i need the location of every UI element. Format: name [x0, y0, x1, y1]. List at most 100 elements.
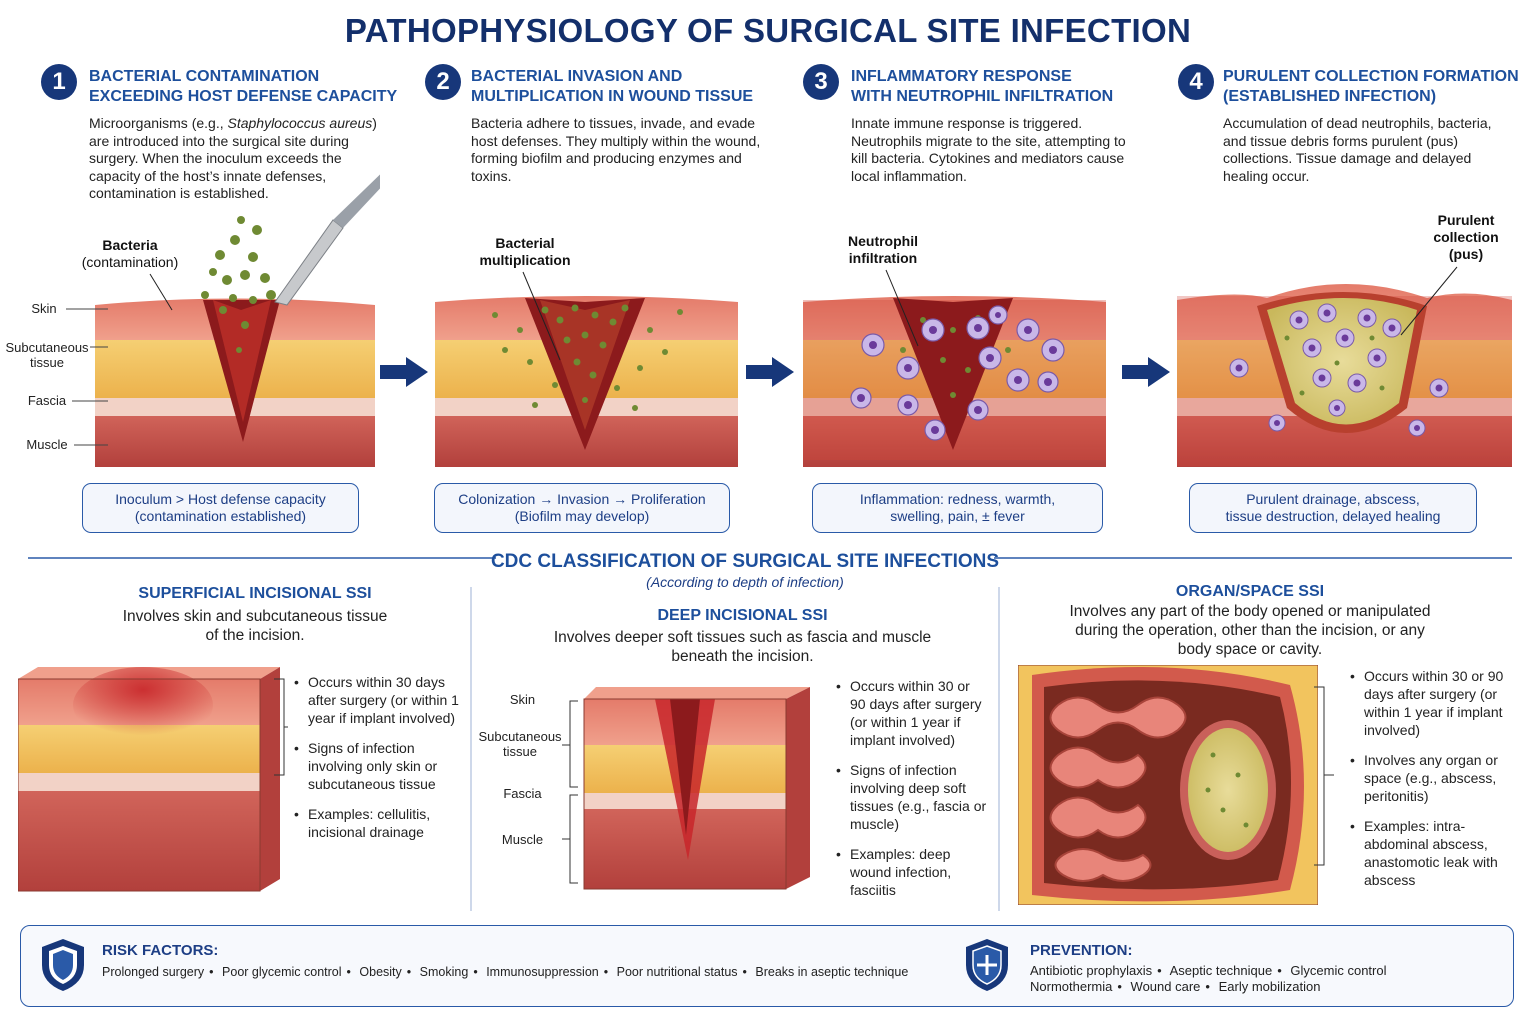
list-item: Occurs within 30 days after surgery (or … [292, 673, 462, 727]
prevention-heading: PREVENTION: [1030, 942, 1133, 959]
deep-layer-subcutaneous-line-2: tissue [503, 744, 537, 759]
stage-4-heading: PURULENT COLLECTION FORMATION (ESTABLISH… [1223, 67, 1523, 107]
stage-4-heading-line-1: PURULENT COLLECTION FORMATION [1223, 68, 1519, 85]
stage-2-leader [522, 271, 561, 361]
stage-3-label-line-2: infiltration [848, 250, 918, 266]
superficial-ssi-illustration [18, 667, 288, 892]
prevention-list-line-2: Normothermia• Wound care• Early mobiliza… [1030, 979, 1321, 994]
risk-factors-list: Prolonged surgery• Poor glycemic control… [102, 965, 909, 979]
stage-3-label-line-1: Neutrophil [848, 233, 918, 249]
deep-layer-label-subcutaneous: Subcutaneous tissue [478, 729, 562, 759]
stage-1-leaders [149, 273, 173, 311]
stage-3-illustration [803, 296, 1106, 467]
deep-layer-label-muscle: Muscle [501, 832, 544, 847]
stage-1-desc-post: ) are introduced into the surgical site … [89, 115, 377, 201]
stage-2-caption-line-2: (Biofilm may develop) [514, 508, 650, 524]
page-title: PATHOPHYSIOLOGY OF SURGICAL SITE INFECTI… [344, 12, 1192, 49]
stage-3-label: Neutrophil infiltration [828, 233, 938, 267]
footer-panel [20, 925, 1514, 1007]
organ-space-ssi-description: Involves any part of the body opened or … [1040, 602, 1460, 659]
stage-2-caption-line-1: Colonization → Invasion → Proliferation [458, 491, 706, 507]
stage-4-caption-line-1: Purulent drainage, abscess, [1246, 491, 1420, 507]
section-divider [28, 557, 1512, 559]
deep-ssi-heading: DEEP INCISIONAL SSI [657, 607, 828, 624]
stage-4-leader [1400, 266, 1458, 336]
organ-desc-line-1: Involves any part of the body opened or … [1069, 603, 1431, 620]
shield-icon [42, 939, 84, 991]
stage-4-label: Purulent collection (pus) [1424, 212, 1508, 263]
stage-1-heading: BACTERIAL CONTAMINATION EXCEEDING HOST D… [89, 67, 409, 107]
stage-2-illustration [435, 296, 738, 467]
stage-1-label-line-1: Bacteria [102, 237, 158, 253]
risk-factor: Breaks in aseptic technique [755, 965, 909, 979]
prevention-item: Wound care [1130, 979, 1201, 994]
deep-layer-label-skin: Skin [509, 692, 536, 707]
list-item: Examples: cellulitis, incisional drainag… [292, 805, 462, 841]
stage-3-heading: INFLAMMATORY RESPONSE WITH NEUTROPHIL IN… [851, 67, 1171, 107]
deep-layer-label-fascia: Fascia [503, 786, 542, 801]
layer-label-skin: Skin [31, 301, 57, 316]
deep-desc-line-2: beneath the incision. [671, 648, 814, 665]
list-item: Examples: intra-abdominal abscess, anast… [1348, 817, 1508, 889]
stage-3-description: Innate immune response is triggered. Neu… [851, 115, 1126, 184]
prevention-item: Glycemic control [1290, 963, 1387, 978]
stage-2-label-line-1: Bacterial [495, 235, 555, 251]
stage-4-illustration [1177, 284, 1512, 467]
deep-desc-line-1: Involves deeper soft tissues such as fas… [553, 629, 932, 646]
stage-4-number: 4 [1178, 64, 1214, 100]
organ-space-ssi-heading: ORGAN/SPACE SSI [1175, 583, 1325, 600]
layer-label-fascia: Fascia [27, 393, 67, 408]
list-item: Occurs within 30 or 90 days after surger… [1348, 667, 1508, 739]
deep-layer-subcutaneous-line-1: Subcutaneous [478, 729, 562, 744]
stage-1-number: 1 [41, 64, 77, 100]
deep-ssi-illustration [562, 687, 810, 890]
risk-factor: Smoking [419, 965, 469, 979]
stage-3-heading-line-2: WITH NEUTROPHIL INFILTRATION [851, 88, 1114, 105]
classification-title: CDC CLASSIFICATION OF SURGICAL SITE INFE… [490, 551, 1000, 572]
stage-1-desc-organism: Staphylococcus aureus [227, 115, 373, 131]
stage-3-number: 3 [803, 64, 839, 100]
stage-1-heading-line-1: BACTERIAL CONTAMINATION [89, 68, 320, 85]
list-item: Occurs within 30 or 90 days after surger… [834, 677, 989, 749]
stage-3-leader [885, 269, 919, 347]
organ-space-ssi-illustration [1018, 665, 1318, 905]
stage-4-label-line-1: Purulent [1437, 212, 1495, 228]
stage-4-caption-line-2: tissue destruction, delayed healing [1225, 508, 1441, 524]
stage-1-caption-line-1: Inoculum > Host defense capacity [115, 491, 326, 507]
list-item: Involves any organ or space (e.g., absce… [1348, 751, 1508, 805]
organ-desc-line-2: during the operation, other than the inc… [1075, 622, 1425, 639]
stage-2-description: Bacteria adhere to tissues, invade, and … [471, 115, 761, 184]
stage-1-heading-line-2: EXCEEDING HOST DEFENSE CAPACITY [89, 88, 398, 105]
arrow-right-icon [1122, 357, 1170, 387]
list-item: Signs of infection involving deep soft t… [834, 761, 989, 833]
arrow-right-icon [746, 357, 794, 387]
layer-label-muscle: Muscle [26, 437, 68, 452]
stage-3-caption-line-1: Inflammation: redness, warmth, [859, 491, 1056, 507]
stage-1-caption-line-2: (contamination established) [134, 508, 307, 524]
prevention-item: Normothermia [1030, 979, 1113, 994]
layer-label-subcutaneous-line-1: Subcutaneous [5, 340, 89, 355]
prevention-item: Antibiotic prophylaxis [1030, 963, 1153, 978]
deep-ssi-description: Involves deeper soft tissues such as fas… [540, 628, 945, 666]
stage-2-heading-line-2: MULTIPLICATION IN WOUND TISSUE [471, 88, 754, 105]
superficial-ssi-heading: SUPERFICIAL INCISIONAL SSI [138, 585, 372, 602]
classification-subtitle: (According to depth of infection) [646, 574, 844, 590]
risk-factor: Prolonged surgery [102, 965, 205, 979]
risk-factor: Immunosuppression [486, 965, 599, 979]
superficial-desc-line-2: of the incision. [205, 627, 305, 644]
stage-4-heading-line-2: (ESTABLISHED INFECTION) [1223, 88, 1437, 105]
prevention-item: Early mobilization [1218, 979, 1321, 994]
stage-1-illustration [95, 174, 380, 467]
arrow-right-icon [380, 357, 428, 387]
shield-plus-icon [966, 939, 1008, 991]
superficial-ssi-description: Involves skin and subcutaneous tissue of… [70, 607, 440, 645]
prevention-list-line-1: Antibiotic prophylaxis• Aseptic techniqu… [1030, 963, 1387, 978]
stage-4-label-line-2: collection [1433, 229, 1499, 245]
stage-1-desc-pre: Microorganisms (e.g., [89, 115, 228, 131]
organ-space-bracket [1314, 686, 1334, 866]
prevention-item: Aseptic technique [1169, 963, 1273, 978]
stage-4-label-line-3: (pus) [1448, 246, 1484, 262]
stage-3-caption: Inflammation: redness, warmth, swelling,… [812, 483, 1103, 533]
stage-2-heading: BACTERIAL INVASION AND MULTIPLICATION IN… [471, 67, 791, 107]
superficial-ssi-bullets: Occurs within 30 days after surgery (or … [292, 673, 462, 853]
